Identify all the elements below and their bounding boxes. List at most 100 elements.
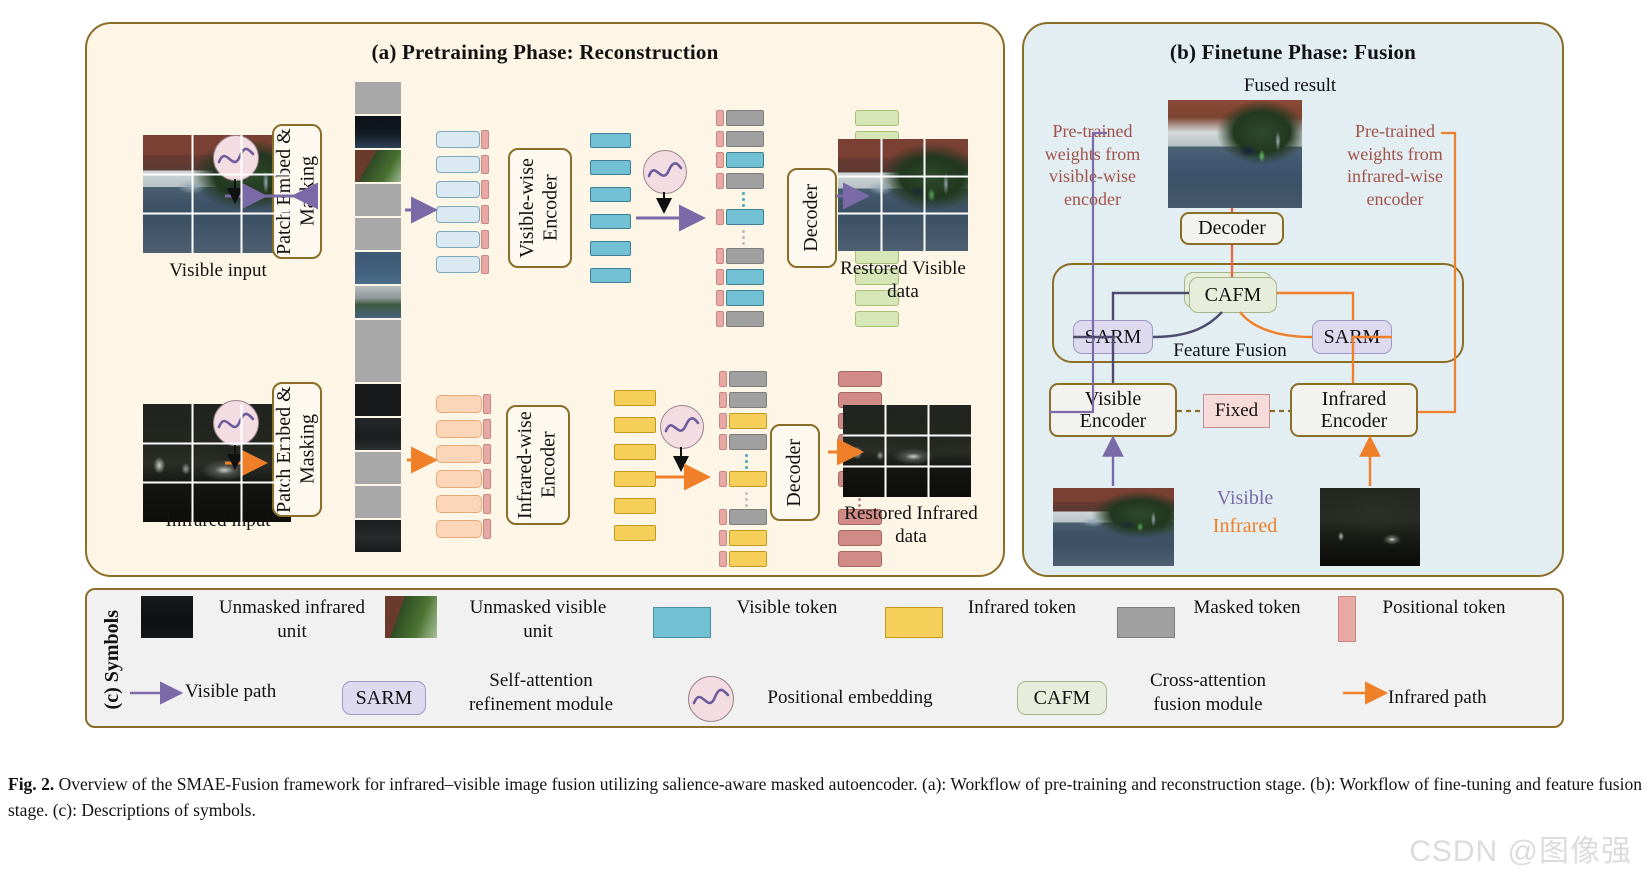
positional-token: [719, 530, 727, 546]
positional-token: [716, 173, 724, 189]
patch-unit-masked: [355, 82, 401, 114]
positional-token: [481, 130, 489, 149]
positional-token: [716, 311, 724, 327]
masked-token: [729, 371, 767, 387]
decoded-infrared-token: [838, 530, 882, 546]
sarm-right-label: SARM: [1323, 325, 1381, 348]
patch-unit-visible: [355, 252, 401, 284]
ellipsis-dots: [742, 192, 745, 207]
positional-token: [716, 290, 724, 306]
fixed-label: Fixed: [1214, 400, 1259, 421]
decoded-visible-token: [855, 110, 899, 126]
positional-token: [716, 152, 724, 168]
embedded-infrared-token: [436, 470, 482, 488]
infrared-encoder-box: Infrared Encoder: [1290, 383, 1418, 437]
panel-a-title: (a) Pretraining Phase: Reconstruction: [371, 40, 719, 64]
embedded-infrared-token: [436, 420, 482, 438]
embedded-infrared-token: [436, 520, 482, 538]
visible-encoder-box-label: Visible Encoder: [1079, 387, 1147, 432]
legend-label-visible-token: Visible token: [736, 597, 838, 618]
decoder-visible: Decoder: [787, 168, 837, 268]
embedded-infrared-token: [436, 445, 482, 463]
patch-unit-masked: [355, 452, 401, 484]
embedded-visible-token: [436, 181, 480, 198]
sarm-module-right: SARM: [1312, 320, 1392, 354]
restored-visible-image: [838, 139, 968, 251]
decoded-visible-token: [855, 290, 899, 306]
decoder-fusion: Decoder: [1180, 212, 1284, 245]
sarm-module-left: SARM: [1073, 320, 1153, 354]
infrared-token: [729, 413, 767, 429]
unmasked-visible-unit-swatch: [385, 596, 437, 638]
infrared-input-image-b: [1320, 488, 1420, 566]
infrared-token: [729, 551, 767, 567]
pretrained-weights-visible-text: Pre-trained weights from visible-wise en…: [1044, 121, 1141, 209]
embedded-visible-token: [436, 131, 480, 148]
positional-token: [716, 248, 724, 264]
fused-result-image: [1168, 100, 1302, 208]
patch-unit-visible: [355, 116, 401, 148]
symbols-title-text: (c) Symbols: [100, 610, 123, 710]
patch-unit-masked: [355, 218, 401, 250]
cafm-module: CAFM: [1189, 277, 1277, 313]
caption-label: Fig. 2.: [8, 774, 55, 794]
legend-visible-text: Visible: [1216, 487, 1274, 509]
positional-token: [483, 494, 491, 514]
embedded-infrared-token: [436, 495, 482, 513]
caption-text: Overview of the SMAE-Fusion framework fo…: [8, 774, 1642, 820]
legend-sarm-chip: SARM: [342, 681, 426, 715]
positional-token: [481, 205, 489, 224]
decoder-infrared: Decoder: [770, 424, 820, 521]
decoded-visible-token: [855, 311, 899, 327]
positional-embedding-icon: [660, 405, 704, 449]
embedded-infrared-token: [436, 395, 482, 413]
decoder-visible-label: Decoder: [800, 184, 823, 252]
decoded-infrared-token: [838, 509, 882, 525]
positional-token-swatch: [1338, 596, 1356, 642]
positional-token: [719, 434, 727, 450]
infrared-token: [614, 498, 656, 514]
visible-token: [590, 187, 631, 202]
positional-token: [716, 110, 724, 126]
positional-token: [716, 209, 724, 225]
visible-token: [726, 269, 764, 285]
masked-token: [729, 434, 767, 450]
sarm-left-label: SARM: [1084, 325, 1142, 348]
infrared-encoder-label: Infrared-wise Encoder: [514, 411, 560, 519]
legend-label-unmasked-visible: Unmasked visible unit: [469, 597, 607, 642]
masked-token: [726, 131, 764, 147]
patch-unit-visible: [355, 150, 401, 182]
feature-fusion-label: Feature Fusion: [1173, 340, 1287, 361]
visible-token-swatch: [653, 607, 711, 638]
masked-token: [726, 173, 764, 189]
ellipsis-dots: [742, 230, 745, 245]
symbols-title: (c) Symbols: [95, 590, 129, 730]
positional-token: [481, 255, 489, 274]
visible-wise-encoder: Visible-wise Encoder: [508, 148, 572, 268]
visible-token: [726, 209, 764, 225]
patch-unit-masked: [355, 320, 401, 352]
legend-cafm-chip-label: CAFM: [1033, 686, 1091, 709]
decoded-infrared-token: [838, 551, 882, 567]
infrared-token: [614, 444, 656, 460]
masked-token: [726, 311, 764, 327]
legend-label-infrared-path: Infrared path: [1388, 687, 1487, 708]
infrared-token: [614, 390, 656, 406]
masked-token: [729, 392, 767, 408]
positional-token: [719, 471, 727, 487]
legend-label-positional-embedding: Positional embedding: [767, 687, 933, 708]
positional-token: [719, 392, 727, 408]
positional-token: [719, 371, 727, 387]
visible-token: [726, 152, 764, 168]
visible-encoder-box: Visible Encoder: [1049, 383, 1177, 437]
patch-unit-masked: [355, 350, 401, 382]
decoded-visible-token: [855, 269, 899, 285]
pretrained-weights-infrared-text: Pre-trained weights from infrared-wise e…: [1347, 121, 1443, 209]
patch-unit-infrared: [355, 418, 401, 450]
cafm-label: CAFM: [1204, 283, 1262, 306]
visible-token: [590, 241, 631, 256]
positional-token: [483, 469, 491, 489]
patch-unit-masked: [355, 486, 401, 518]
embedded-visible-token: [436, 156, 480, 173]
masked-token-swatch: [1117, 607, 1175, 638]
